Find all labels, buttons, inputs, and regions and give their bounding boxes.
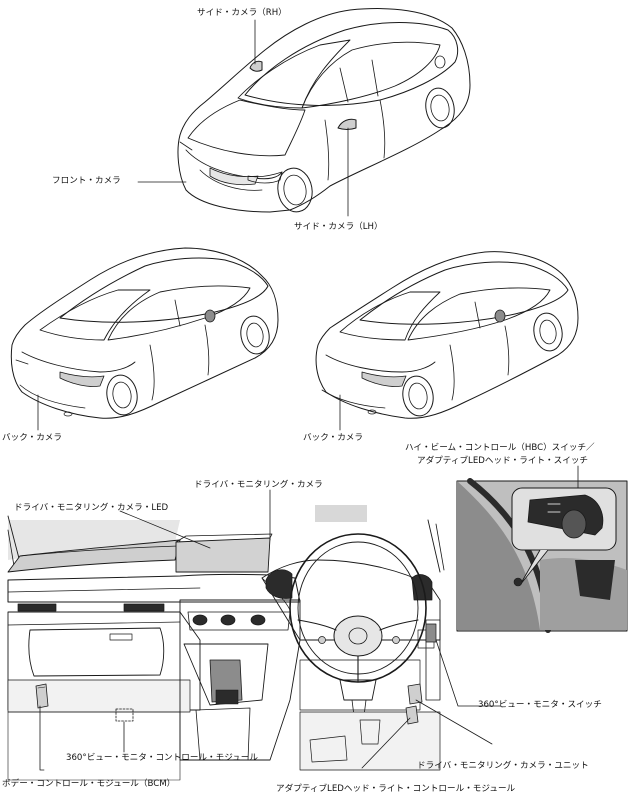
label-side-camera-rh: サイド・カメラ（RH）: [197, 8, 287, 18]
label-360-view-module: 360°ビュー・モニタ・コントロール・モジュール: [66, 753, 258, 763]
label-back-camera-sedan: バック・カメラ: [2, 433, 62, 443]
dashboard-illustration: [7, 505, 445, 781]
label-dm-camera: ドライバ・モニタリング・カメラ: [194, 480, 323, 490]
leader-lines-top: [137, 19, 349, 217]
label-front-camera: フロント・カメラ: [52, 176, 121, 186]
car-front-view: [177, 8, 471, 213]
label-hbc-switch-line1: ハイ・ビーム・コントロール（HBC）スイッチ／: [405, 443, 595, 453]
inset-hbc-switch: [456, 478, 628, 633]
label-aled-module: アダプティブLEDヘッド・ライト・コントロール・モジュール: [276, 784, 516, 794]
label-back-camera-hatch: バック・カメラ: [303, 433, 363, 443]
label-bcm: ボデー・コントロール・モジュール（BCM）: [2, 779, 176, 789]
label-360-view-switch: 360°ビュー・モニタ・スイッチ: [478, 700, 602, 710]
label-dm-camera-led: ドライバ・モニタリング・カメラ・LED: [14, 503, 169, 513]
car-hatch-rear-view: [315, 251, 579, 419]
label-dm-camera-unit: ドライバ・モニタリング・カメラ・ユニット: [417, 761, 589, 771]
label-side-camera-lh: サイド・カメラ（LH）: [294, 222, 383, 232]
leader-lines-dashboard: [39, 489, 501, 771]
car-sedan-rear-view: [10, 247, 279, 419]
label-hbc-switch-line2: アダプティブLEDヘッド・ライト・スイッチ: [417, 456, 589, 466]
